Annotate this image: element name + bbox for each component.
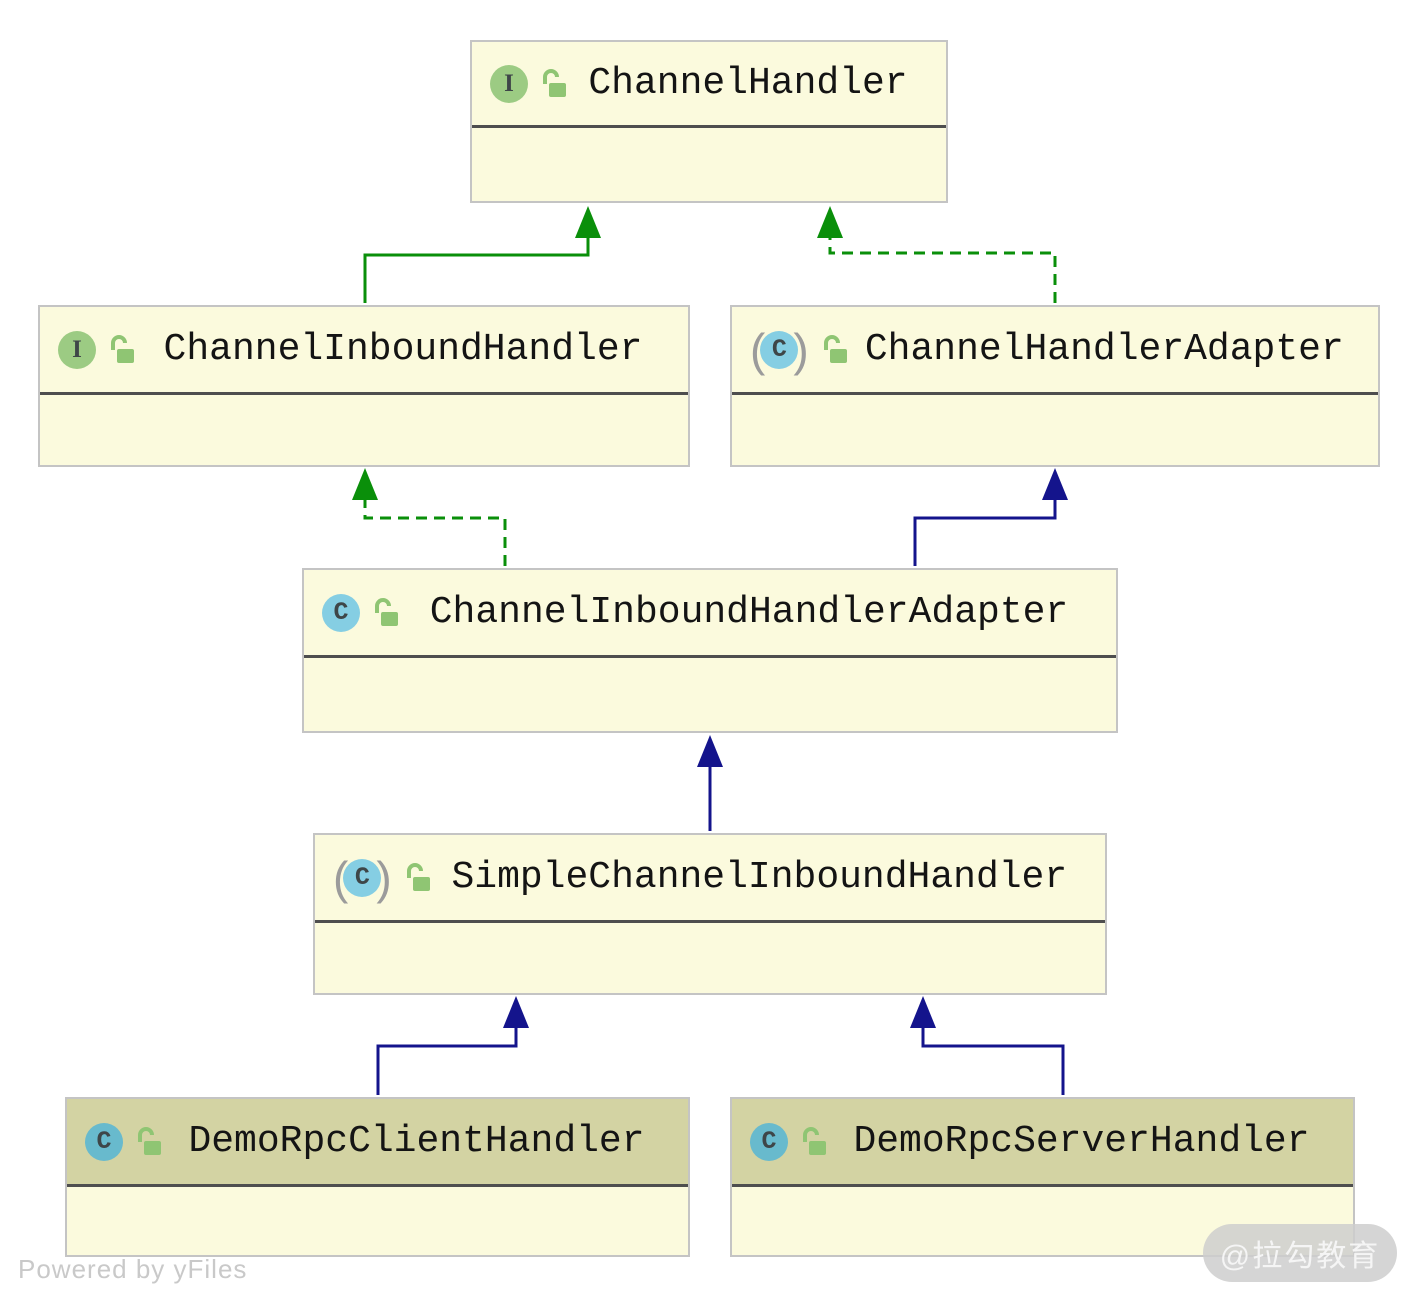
node-body [304, 658, 1116, 731]
node-body [40, 395, 688, 465]
class-icon: C [85, 1122, 123, 1161]
node-body [732, 395, 1378, 465]
node-channelhandleradapter[interactable]: ( C ) ChannelHandlerAdapter [730, 305, 1380, 467]
edge-channelinboundhandleradapter-extends-channelhandleradapter [913, 468, 1068, 566]
icon-group: C [750, 1122, 828, 1161]
node-header: I ChannelInboundHandler [40, 307, 688, 395]
node-header: C DemoRpcServerHandler [732, 1099, 1353, 1187]
triangle-arrowhead-icon [817, 206, 843, 238]
abstract-class-icon: ( C ) [750, 323, 809, 376]
public-unlock-icon [109, 334, 136, 365]
public-unlock-icon [801, 1126, 828, 1157]
yfiles-watermark: Powered by yFiles [18, 1254, 248, 1284]
edge-demorpcserverhandler-extends-simplechannelinboundhandler [910, 996, 1065, 1095]
icon-group: ( C ) [750, 323, 849, 376]
triangle-arrowhead-icon [352, 468, 378, 500]
class-name: ChannelInboundHandler [163, 328, 643, 371]
node-simplechannelinboundhandler[interactable]: ( C ) SimpleChannelInboundHandler [313, 833, 1107, 995]
edge-simplechannelinboundhandler-extends-channelinboundhandleradapter [697, 735, 723, 831]
node-header: ( C ) ChannelHandlerAdapter [732, 307, 1378, 395]
public-unlock-icon [373, 597, 400, 628]
triangle-arrowhead-icon [503, 996, 529, 1028]
class-name: DemoRpcServerHandler [853, 1120, 1310, 1163]
node-body [472, 128, 946, 201]
node-header: I ChannelHandler [472, 42, 946, 128]
class-icon: C [750, 1122, 788, 1161]
node-body [315, 923, 1105, 993]
node-channelinboundhandleradapter[interactable]: C ChannelInboundHandlerAdapter [302, 568, 1118, 733]
edge-demorpcclienthandler-extends-simplechannelinboundhandler [376, 996, 529, 1095]
node-channelhandler[interactable]: I ChannelHandler [470, 40, 948, 203]
public-unlock-icon [405, 862, 432, 893]
node-header: ( C ) SimpleChannelInboundHandler [315, 835, 1105, 923]
icon-group: ( C ) [333, 851, 432, 904]
triangle-arrowhead-icon [910, 996, 936, 1028]
class-icon: C [322, 593, 360, 632]
node-header: C DemoRpcClientHandler [67, 1099, 688, 1187]
public-unlock-icon [136, 1126, 163, 1157]
class-name: ChannelHandler [588, 62, 908, 105]
triangle-arrowhead-icon [697, 735, 723, 767]
icon-group: I [490, 64, 568, 103]
lagou-watermark-badge: @拉勾教育 [1203, 1224, 1397, 1282]
node-body [67, 1187, 688, 1255]
edge-channelhandleradapter-implements-channelhandler [817, 206, 1057, 303]
interface-icon: I [58, 330, 96, 369]
icon-group: C [85, 1122, 163, 1161]
node-demorpcclienthandler[interactable]: C DemoRpcClientHandler [65, 1097, 690, 1257]
abstract-class-icon: ( C ) [333, 851, 392, 904]
public-unlock-icon [822, 334, 849, 365]
triangle-arrowhead-icon [575, 206, 601, 238]
class-name: ChannelHandlerAdapter [864, 328, 1344, 371]
node-channelinboundhandler[interactable]: I ChannelInboundHandler [38, 305, 690, 467]
node-header: C ChannelInboundHandlerAdapter [304, 570, 1116, 658]
edge-channelinboundhandleradapter-implements-channelinboundhandler [352, 468, 507, 566]
class-name: DemoRpcClientHandler [188, 1120, 645, 1163]
edge-channelinboundhandler-extends-channelhandler [363, 206, 601, 303]
node-demorpcserverhandler[interactable]: C DemoRpcServerHandler [730, 1097, 1355, 1257]
public-unlock-icon [541, 68, 568, 99]
class-name: SimpleChannelInboundHandler [451, 856, 1068, 899]
class-name: ChannelInboundHandlerAdapter [429, 591, 1069, 634]
triangle-arrowhead-icon [1042, 468, 1068, 500]
interface-icon: I [490, 64, 528, 103]
icon-group: C [322, 593, 400, 632]
icon-group: I [58, 330, 136, 369]
